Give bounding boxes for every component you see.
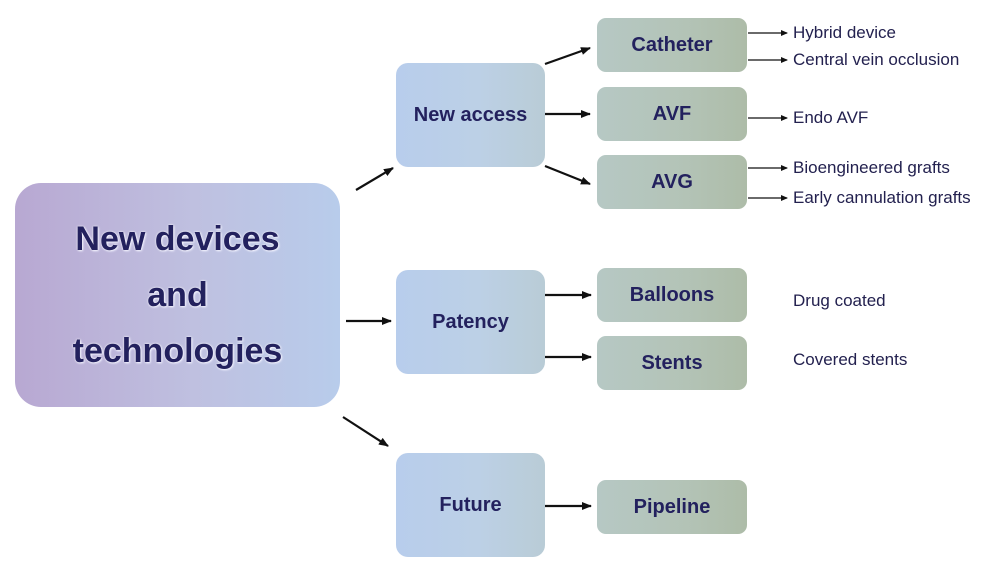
node-stents: Stents (597, 336, 747, 390)
node-future-label: Future (439, 493, 502, 516)
node-new-access: New access (396, 63, 545, 167)
node-pipeline: Pipeline (597, 480, 747, 534)
node-pipeline-label: Pipeline (633, 495, 711, 518)
arrow-new-access-to-catheter (544, 46, 591, 66)
node-balloons-label: Balloons (629, 283, 715, 306)
node-catheter-label: Catheter (631, 33, 713, 56)
root-node: New devices and technologies (15, 183, 340, 407)
node-catheter: Catheter (597, 18, 747, 72)
node-new-access-label: New access (413, 103, 528, 126)
note-early-cannulation-grafts: Early cannulation grafts (793, 188, 971, 207)
note-bioengineered-grafts: Bioengineered grafts (793, 158, 950, 177)
node-avf-label: AVF (652, 102, 692, 125)
node-future: Future (396, 453, 545, 557)
arrow-new-access-to-avg (544, 164, 591, 186)
root-line-1: New devices (75, 220, 280, 258)
root-line-3: technologies (72, 332, 283, 370)
node-avf: AVF (597, 87, 747, 141)
node-avg-label: AVG (651, 170, 693, 193)
arrow-root-to-future (342, 416, 389, 447)
node-stents-label: Stents (641, 351, 703, 374)
arrow-root-to-new-access (355, 167, 394, 191)
note-hybrid-device: Hybrid device (793, 23, 896, 42)
node-avg: AVG (597, 155, 747, 209)
node-patency: Patency (396, 270, 545, 374)
node-balloons: Balloons (597, 268, 747, 322)
note-endo-avf: Endo AVF (793, 108, 869, 127)
root-line-2: and (147, 276, 208, 314)
note-drug-coated: Drug coated (793, 291, 886, 310)
note-central-vein-occlusion: Central vein occlusion (793, 50, 960, 69)
note-covered-stents: Covered stents (793, 350, 908, 369)
node-patency-label: Patency (432, 310, 509, 333)
